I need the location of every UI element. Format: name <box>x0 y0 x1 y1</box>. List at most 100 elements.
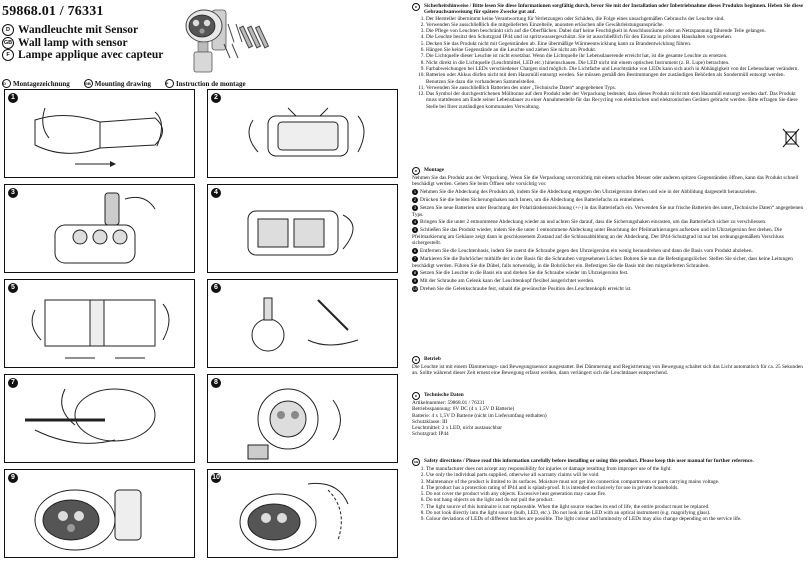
step-1-panel: 1 <box>4 89 195 178</box>
step-number-badge: 7 <box>8 378 18 388</box>
list-item: Verwenden Sie ausschließlich Batterien d… <box>426 85 804 91</box>
tech-line: Betriebsspannung: 6V DC (4 x 1,5V D Batt… <box>412 406 515 413</box>
list-item: Do not look directly into the light sour… <box>426 510 804 516</box>
step-number-badge: 3 <box>412 205 418 212</box>
step-2-panel: 2 <box>207 89 398 178</box>
list-item: Batterien oder Akkus dürfen nicht mit de… <box>426 72 804 85</box>
step-number-badge: 3 <box>8 188 18 198</box>
list-item: Das Symbol der durchgestrichenen Müllton… <box>426 91 804 110</box>
step-number-badge: 10 <box>412 286 418 293</box>
flag-de-icon: D <box>412 392 420 400</box>
step-number-badge: 7 <box>412 256 418 263</box>
step-number-badge: 10 <box>211 473 221 483</box>
list-item: Der Hersteller übernimmt keine Verantwor… <box>426 16 804 22</box>
step-2-illustration <box>248 107 365 157</box>
flag-gb-icon: GB <box>2 36 14 49</box>
step-3-panel: 3 <box>4 184 195 273</box>
step-number-badge: 8 <box>412 270 418 277</box>
step-10-illustration <box>239 482 349 551</box>
montage-step-text: Setzen Sie neue Batterien unter Beachtun… <box>412 205 804 218</box>
step-7-panel: 7 <box>4 374 195 463</box>
montage-step-text: Nehmen Sie die Abdeckung des Produkts ab… <box>420 189 757 196</box>
step-4-illustration <box>247 210 354 256</box>
step-7-illustration <box>25 388 156 444</box>
montage-step-text: Markieren Sie die Bohrlöcher mithilfe de… <box>412 256 793 269</box>
tech-line: Batterie: 4 x 1,5V D Batterie (nicht im … <box>412 412 547 419</box>
flag-gb-icon: GB <box>412 458 420 466</box>
list-item: Use only the individual parts supplied, … <box>426 472 804 478</box>
step-number-badge: 6 <box>211 283 221 293</box>
list-item: Farbabweichungen bei LEDs verschiedener … <box>426 66 804 72</box>
montage-step-text: Schließen Sie das Produkt wieder, indem … <box>412 227 784 247</box>
step-number-badge: 2 <box>412 197 418 204</box>
step-5-illustration <box>31 299 170 359</box>
montage-intro: Nehmen Sie das Produkt aus der Verpackun… <box>412 175 799 188</box>
step-5-panel: 5 <box>4 279 195 368</box>
step-8-illustration <box>247 388 341 460</box>
step-number-badge: 6 <box>412 248 418 255</box>
crossed-bin-icon <box>782 128 800 148</box>
step-number-badge: 4 <box>211 188 221 198</box>
article-number: 59868.01 / 76331 <box>2 4 104 19</box>
montage-step-text: Drehen Sie die Gelenkschraube fest, soba… <box>420 286 632 293</box>
step-8-panel: 8 <box>207 374 398 463</box>
product-lamp-image <box>185 9 227 73</box>
step-number-badge: 9 <box>412 278 418 285</box>
tech-line: Leuchtmittel: 2 x LED, nicht austauschba… <box>412 425 503 432</box>
list-item: Do not hang objects on the light and do … <box>426 497 804 503</box>
list-item: Verwenden Sie ausschließlich die mitgeli… <box>426 22 804 28</box>
right-page: D Sicherheitshinweise / Bitte lesen Sie d… <box>412 0 804 561</box>
safety-list-de: Der Hersteller übernimmt keine Verantwor… <box>412 16 804 110</box>
step-number-badge: 1 <box>412 189 418 196</box>
step-9-illustration <box>34 489 142 551</box>
list-item: Colour deviations of LEDs of different b… <box>426 516 804 522</box>
flag-fr-icon: F <box>2 49 14 62</box>
montage-step-text: Mit der Schraube am Gelenk kann der Leuc… <box>420 278 595 285</box>
list-item: Die Lichtquelle dieser Leuchte ist nicht… <box>426 53 804 59</box>
tech-line: Schutzklasse: III <box>412 418 448 425</box>
step-4-panel: 4 <box>207 184 398 273</box>
montage-step-text: Entfernen Sie die Leuchtenbasis, indem S… <box>420 248 753 255</box>
step-number-badge: 5 <box>8 283 18 293</box>
montage-step-text: Drücken Sie die beiden Sicherungshaken n… <box>420 197 645 204</box>
list-item: The manufacturer does not accept any res… <box>426 466 804 472</box>
list-item: Do not cover the product with any object… <box>426 491 804 497</box>
mounting-steps-grid: 1 2 3 <box>4 89 399 559</box>
list-item: Die Leuchte besitzt den Schutzgrad IP44 … <box>426 34 804 40</box>
step-number-badge: 2 <box>211 93 221 103</box>
step-number-badge: 5 <box>412 227 418 234</box>
list-item: The light source of this luminaire is no… <box>426 504 804 510</box>
tech-line: Artikelnummer: 59868.01 / 76331 <box>412 400 485 406</box>
list-item: Decken Sie das Produkt nicht mit Gegenst… <box>426 41 804 47</box>
list-item: The product has a protection rating of I… <box>426 485 804 491</box>
list-item: Die Pflege von Leuchten beschränkt sich … <box>426 28 804 34</box>
flag-fr-icon: F <box>165 79 174 88</box>
betrieb-title: Betrieb <box>424 356 441 362</box>
betrieb-text: Die Leuchte ist mit einem Dämmerungs- un… <box>412 364 803 377</box>
step-number-badge: 9 <box>8 473 18 483</box>
tech-line: Schutzgrad: IP44 <box>412 431 449 438</box>
flag-gb-icon: GB <box>83 79 93 88</box>
safety-title-de: Sicherheitshinweise / Bitte lesen Sie di… <box>424 3 803 16</box>
safety-list-en: The manufacturer does not accept any res… <box>412 466 804 523</box>
flag-de-icon: D <box>2 24 14 37</box>
step-9-panel: 9 <box>4 469 195 558</box>
list-item: Maintenance of the product is limited to… <box>426 479 804 485</box>
